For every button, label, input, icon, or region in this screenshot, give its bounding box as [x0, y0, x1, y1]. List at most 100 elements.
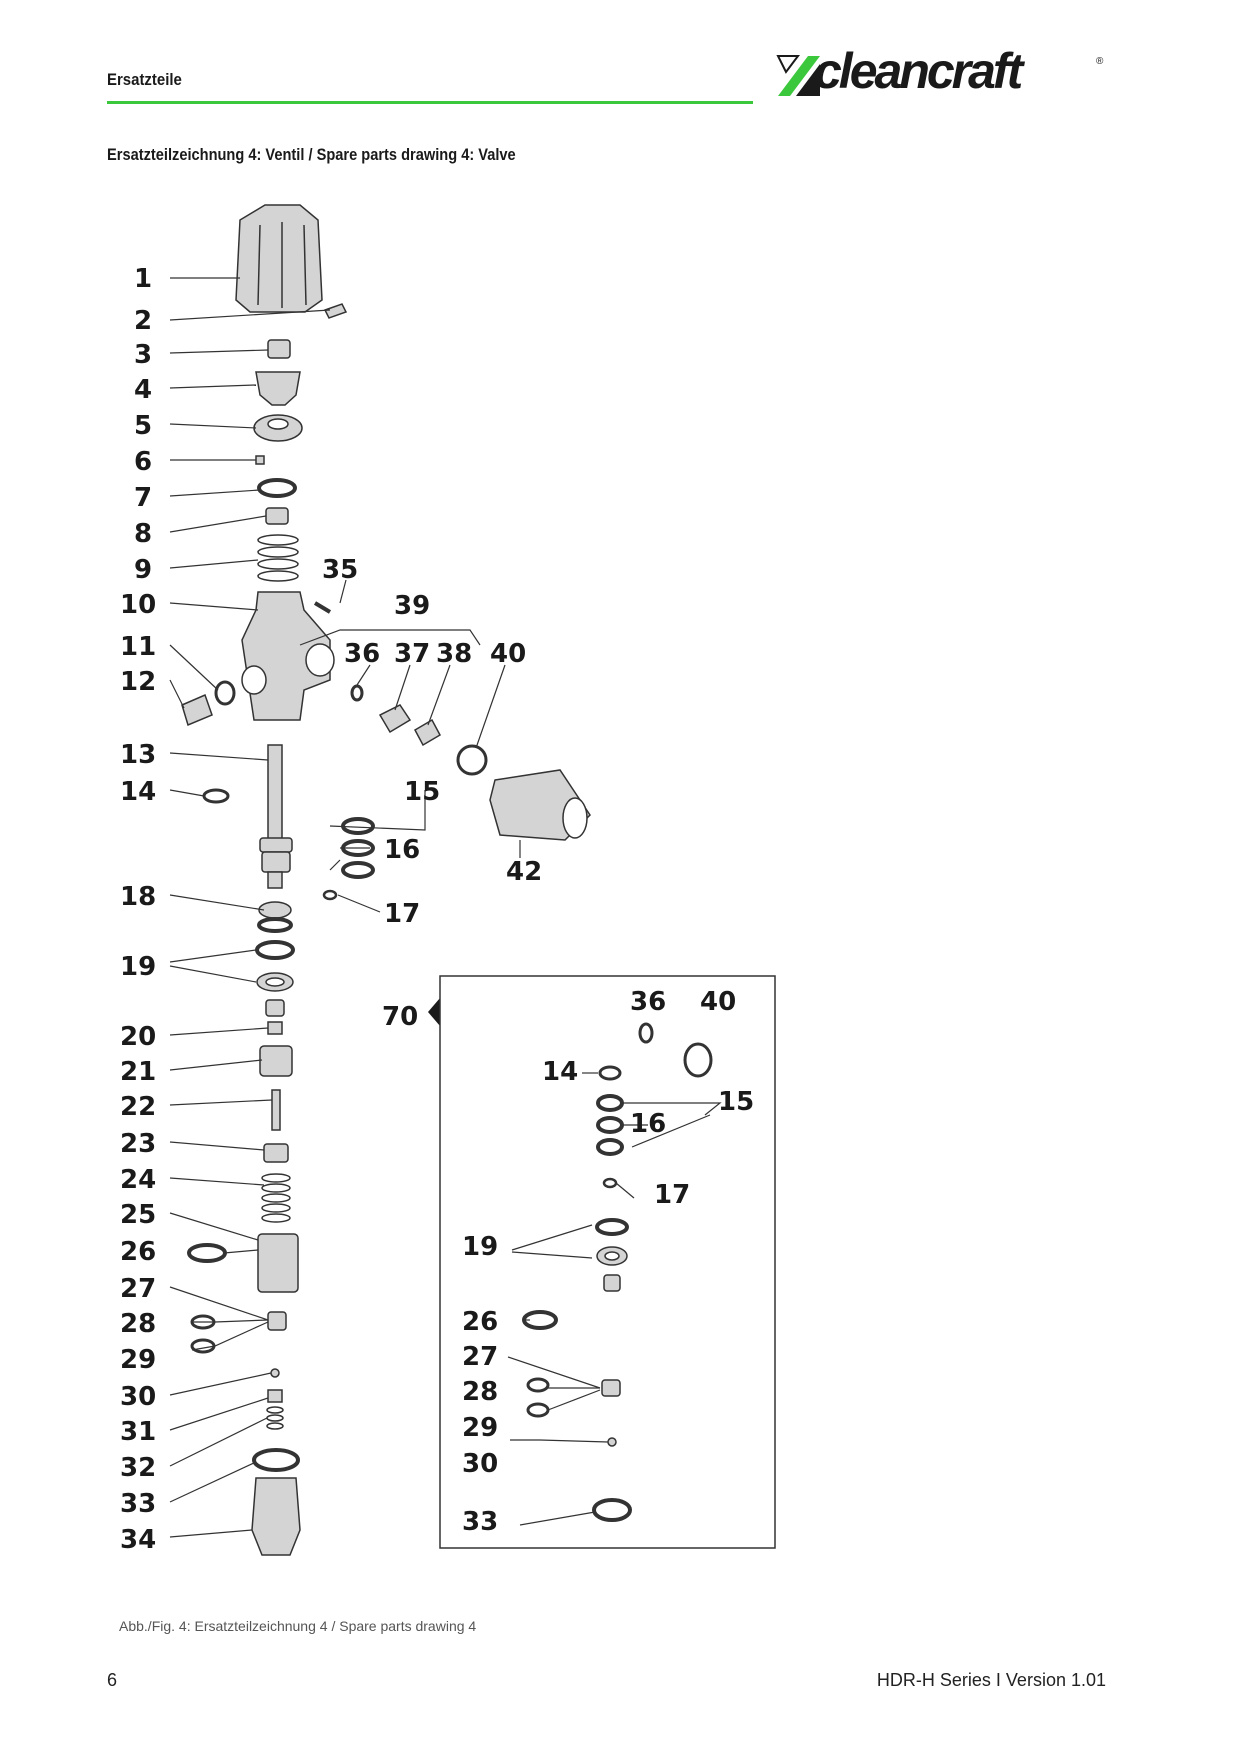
kit-label-29: 29	[462, 1413, 498, 1443]
part-29	[190, 1338, 216, 1354]
part-14	[202, 788, 230, 804]
label-7: 7	[134, 483, 152, 513]
part-4	[255, 371, 301, 406]
part-38	[413, 718, 442, 747]
kit-label-33: 33	[462, 1507, 498, 1537]
label-4: 4	[134, 375, 152, 405]
label-36: 36	[344, 639, 380, 669]
part-cap	[235, 204, 323, 313]
part-30-ball	[270, 1368, 280, 1378]
kit-label-40: 40	[700, 987, 736, 1017]
part-25-sleeve	[257, 1233, 299, 1293]
part-40	[456, 744, 488, 776]
label-9: 9	[134, 555, 152, 585]
label-29: 29	[120, 1345, 156, 1375]
label-18: 18	[120, 882, 156, 912]
part-screw	[323, 303, 348, 319]
section-title: Ersatzteilzeichnung 4: Ventil / Spare pa…	[107, 145, 516, 164]
label-11: 11	[120, 632, 156, 662]
logo-mark-icon	[776, 55, 820, 96]
part-23	[263, 1143, 289, 1163]
part-15	[341, 817, 375, 835]
label-25: 25	[120, 1200, 156, 1230]
label-38: 38	[436, 639, 472, 669]
kit-label-19: 19	[462, 1232, 498, 1262]
label-16: 16	[384, 835, 420, 865]
part-7	[257, 478, 297, 498]
part-24-spring	[261, 1173, 291, 1223]
label-12: 12	[120, 667, 156, 697]
brand-logo: cleancraft ®	[768, 43, 1108, 108]
part-13-stem	[267, 744, 283, 841]
label-17: 17	[384, 899, 420, 929]
label-19: 19	[120, 952, 156, 982]
kit-label-26: 26	[462, 1307, 498, 1337]
label-37: 37	[394, 639, 430, 669]
part-35-pin	[313, 601, 332, 614]
part-17	[322, 889, 338, 901]
label-20: 20	[120, 1022, 156, 1052]
header-rule	[107, 101, 753, 104]
label-39: 39	[394, 591, 430, 621]
registered-mark: ®	[1096, 56, 1104, 67]
part-16b	[341, 861, 375, 879]
label-42: 42	[506, 857, 542, 887]
label-21: 21	[120, 1057, 156, 1087]
label-2: 2	[134, 306, 152, 336]
label-15: 15	[404, 777, 440, 807]
label-6: 6	[134, 447, 152, 477]
label-1: 1	[134, 264, 152, 294]
part-37	[378, 704, 412, 734]
part-22	[271, 1089, 281, 1131]
label-27: 27	[120, 1274, 156, 1304]
label-13: 13	[120, 740, 156, 770]
label-22: 22	[120, 1092, 156, 1122]
kit-label-27: 27	[462, 1342, 498, 1372]
label-23: 23	[120, 1129, 156, 1159]
kit-label-16: 16	[630, 1109, 666, 1139]
label-34: 34	[120, 1525, 156, 1555]
part-32-spring	[266, 1406, 284, 1430]
label-33: 33	[120, 1489, 156, 1519]
label-30: 30	[120, 1382, 156, 1412]
label-32: 32	[120, 1453, 156, 1483]
label-31: 31	[120, 1417, 156, 1447]
kit-label-17: 17	[654, 1180, 690, 1210]
part-20	[267, 1021, 283, 1035]
part-31	[267, 1389, 283, 1403]
label-28: 28	[120, 1309, 156, 1339]
part-19a	[255, 940, 295, 960]
label-24: 24	[120, 1165, 156, 1195]
part-21	[259, 1045, 293, 1077]
part-8	[265, 507, 289, 525]
label-40: 40	[490, 639, 526, 669]
kit-label-30: 30	[462, 1449, 498, 1479]
page-header-title: Ersatzteile	[107, 70, 182, 89]
part-36	[350, 684, 364, 702]
label-26: 26	[120, 1237, 156, 1267]
part-34-seat	[251, 1477, 301, 1556]
kit-label-36: 36	[630, 987, 666, 1017]
kit-arrow-icon	[428, 998, 440, 1026]
kit-label-14: 14	[542, 1057, 578, 1087]
part-9-spring	[257, 534, 299, 582]
brand-name: cleancraft	[814, 43, 1023, 99]
label-14: 14	[120, 777, 156, 807]
part-27	[267, 1311, 287, 1331]
page-number: 6	[107, 1670, 118, 1690]
kit-label-15: 15	[718, 1087, 754, 1117]
part-33	[252, 1448, 300, 1472]
label-5: 5	[134, 411, 152, 441]
kit-label-28: 28	[462, 1377, 498, 1407]
kit-70-box	[439, 975, 776, 1549]
label-10: 10	[120, 590, 156, 620]
part-11	[214, 680, 236, 706]
part-12-plug	[181, 693, 213, 727]
figure-caption: Abb./Fig. 4: Ersatzteilzeichnung 4 / Spa…	[119, 1618, 477, 1634]
part-26	[187, 1243, 227, 1263]
part-3	[267, 339, 291, 359]
label-35: 35	[322, 555, 358, 585]
doc-series: HDR-H Series I Version 1.01	[876, 1670, 1106, 1690]
label-8: 8	[134, 519, 152, 549]
